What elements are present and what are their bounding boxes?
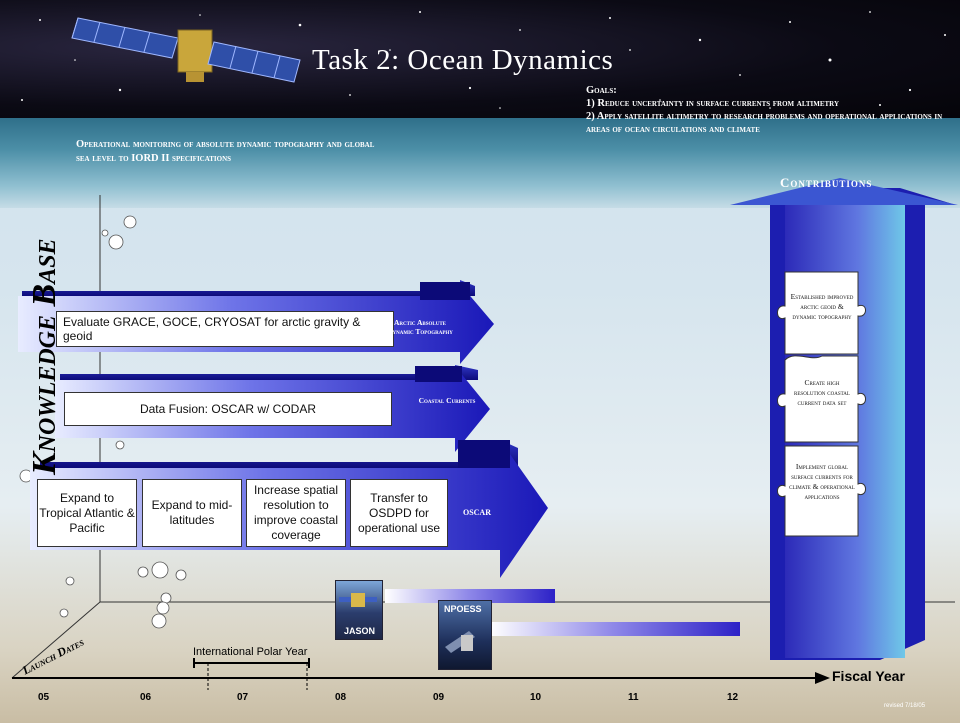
year-label-09: 09 bbox=[433, 692, 445, 703]
jason-image: JASON bbox=[335, 580, 383, 640]
task-box-mid-latitudes: Expand to mid-latitudes bbox=[142, 479, 242, 547]
contributions-title: Contributions bbox=[780, 175, 873, 190]
fiscal-year-label: Fiscal Year bbox=[832, 668, 905, 684]
bubbles bbox=[19, 215, 187, 629]
task-box-tropical: Expand to Tropical Atlantic & Pacific bbox=[37, 479, 137, 547]
year-label-06: 06 bbox=[140, 692, 152, 703]
international-polar-year-label: International Polar Year bbox=[193, 646, 308, 658]
task-box-transfer: Transfer to OSDPD for operational use bbox=[350, 479, 448, 547]
npoess-label: NPOESS bbox=[444, 604, 482, 614]
puzzle-pieces bbox=[777, 271, 866, 537]
revised-date: revised 7/18/05 bbox=[884, 703, 926, 709]
arrow-label-coastal: Coastal Currents bbox=[418, 396, 476, 405]
task-box-evaluate: Evaluate GRACE, GOCE, CRYOSAT for arctic… bbox=[56, 311, 394, 347]
jason-label: JASON bbox=[344, 626, 376, 636]
npoess-timeline-bar bbox=[490, 622, 740, 636]
arrow-label-arctic: Arctic Absolute Dynamic Topography bbox=[387, 318, 453, 336]
goal-item-1: 1) Reduce uncertainty in surface current… bbox=[586, 98, 840, 109]
space-background bbox=[0, 0, 960, 118]
task-box-data-fusion: Data Fusion: OSCAR w/ CODAR bbox=[64, 392, 392, 426]
slide-title: Task 2: Ocean Dynamics bbox=[312, 44, 614, 76]
knowledge-base-label: Knowledge Base bbox=[26, 238, 63, 475]
depth-axis bbox=[11, 601, 101, 679]
contribution-piece-arctic: Established improved arctic geoid & dyna… bbox=[790, 292, 854, 321]
contribution-piece-coastal: Create high resolution coastal current d… bbox=[794, 378, 850, 407]
task-box-resolution: Increase spatial resolution to improve c… bbox=[246, 479, 346, 547]
year-label-11: 11 bbox=[628, 692, 639, 703]
year-label-10: 10 bbox=[530, 692, 542, 703]
jason-timeline-bar bbox=[385, 589, 555, 603]
npoess-image: NPOESS bbox=[438, 600, 492, 670]
satellite-illustration bbox=[71, 17, 301, 83]
year-label-12: 12 bbox=[727, 692, 739, 703]
year-label-05: 05 bbox=[38, 692, 50, 703]
polar-year-bracket bbox=[193, 658, 310, 690]
monitoring-text: Operational monitoring of absolute dynam… bbox=[76, 139, 375, 164]
year-label-07: 07 bbox=[237, 692, 249, 703]
star-field bbox=[21, 11, 946, 109]
fiscal-axis-arrowhead bbox=[815, 672, 830, 684]
goal-item-2: 2) Apply satellite altimetry to research… bbox=[586, 111, 943, 135]
goals-block: Goals: 1) Reduce uncertainty in surface … bbox=[586, 84, 946, 136]
goals-heading: Goals: bbox=[586, 85, 617, 96]
contribution-piece-global: Implement global surface currents for cl… bbox=[789, 462, 855, 501]
year-label-08: 08 bbox=[335, 692, 347, 703]
arrow-label-oscar: OSCAR bbox=[462, 508, 491, 517]
